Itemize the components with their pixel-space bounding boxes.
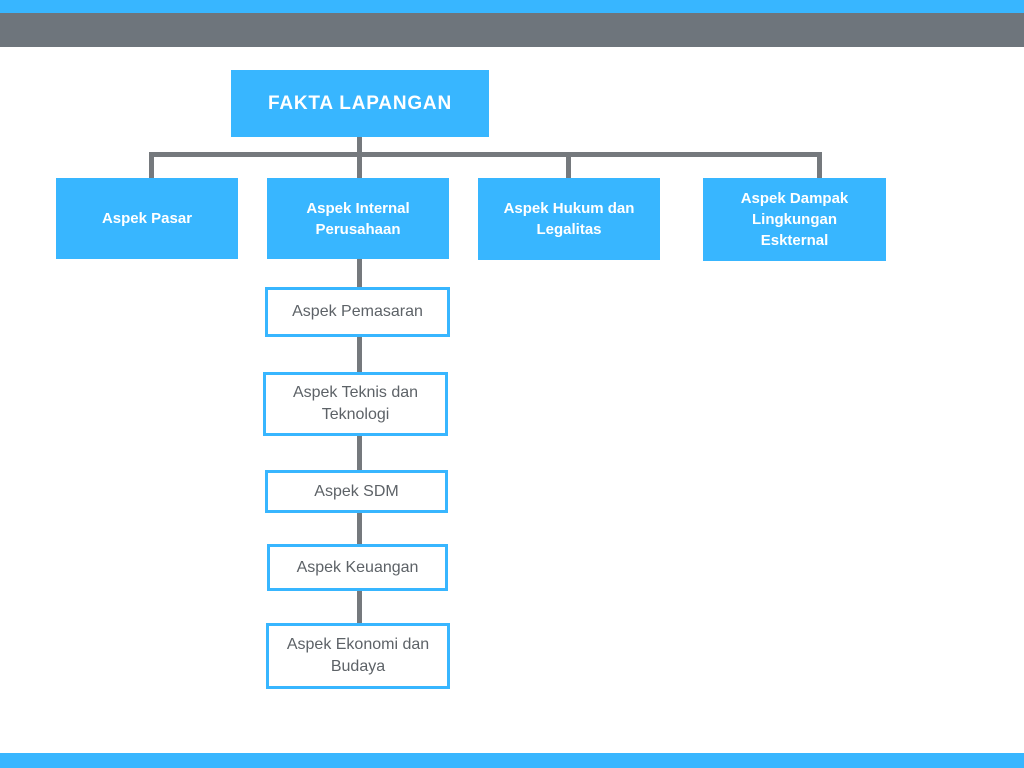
node-fakta-lapangan: FAKTA LAPANGAN [231, 70, 489, 137]
connector-root-to-row [357, 137, 362, 178]
connector-drop-aspek-hukum [566, 152, 571, 178]
node-aspek-sdm-label: Aspek SDM [314, 482, 399, 500]
connector-keuangan-to-ekonomi [357, 591, 362, 623]
node-aspek-hukum-dan-legalitas: Aspek Hukum dan Legalitas [478, 178, 660, 260]
node-aspek-sdm: Aspek SDM [265, 470, 448, 513]
connector-teknis-to-sdm [357, 436, 362, 470]
node-aspek-pemasaran: Aspek Pemasaran [265, 287, 450, 337]
node-aspek-internal-perusahaan: Aspek Internal Perusahaan [267, 178, 449, 259]
node-aspek-pasar: Aspek Pasar [56, 178, 238, 259]
node-fakta-lapangan-label: FAKTA LAPANGAN [268, 92, 452, 114]
node-aspek-keuangan: Aspek Keuangan [267, 544, 448, 591]
node-aspek-keuangan-label: Aspek Keuangan [296, 558, 419, 576]
node-aspek-ekonomi-budaya: Aspek Ekonomi dan Budaya [266, 623, 450, 689]
node-aspek-pemasaran-label: Aspek Pemasaran [292, 303, 423, 320]
bottom-blue-bar [0, 753, 1024, 768]
connector-pemasaran-to-teknis [357, 337, 362, 372]
connector-internal-to-pemasaran [357, 259, 362, 287]
connector-drop-aspek-pasar [149, 152, 154, 178]
node-aspek-teknis-teknologi: Aspek Teknis dan Teknologi [263, 372, 448, 436]
top-blue-bar [0, 0, 1024, 13]
node-aspek-internal-perusahaan-label: Aspek Internal Perusahaan [306, 199, 410, 238]
node-aspek-ekonomi-budaya-label: Aspek Ekonomi dan Budaya [286, 636, 430, 675]
node-aspek-dampak-lingkungan: Aspek Dampak Lingkungan Eskternal [703, 178, 886, 261]
node-aspek-hukum-dan-legalitas-label: Aspek Hukum dan Legalitas [503, 200, 635, 238]
node-aspek-dampak-lingkungan-label: Aspek Dampak Lingkungan Eskternal [740, 190, 849, 249]
connector-horizontal-rail [149, 152, 822, 157]
connector-drop-aspek-dampak [817, 152, 822, 178]
node-aspek-pasar-label: Aspek Pasar [101, 210, 193, 227]
top-gray-bar [0, 13, 1024, 47]
node-aspek-teknis-teknologi-label: Aspek Teknis dan Teknologi [292, 384, 419, 423]
connector-sdm-to-keuangan [357, 513, 362, 544]
